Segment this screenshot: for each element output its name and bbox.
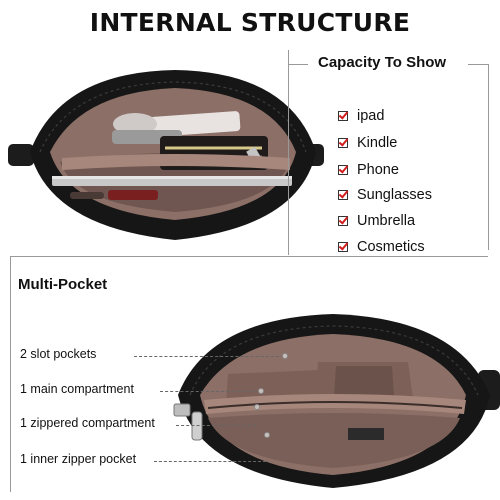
multipocket-label: 1 inner zipper pocket [20,452,137,466]
capacity-frame-left [288,50,289,255]
multipocket-frame-top [10,256,488,257]
leader-line [154,461,266,462]
checkbox-check-icon [338,138,348,148]
capacity-frame-top [288,64,308,65]
checkbox-check-icon [338,111,348,121]
capacity-item: Cosmetics [338,239,425,255]
capacity-item-label: ipad [357,108,385,124]
capacity-item-label: Phone [357,162,399,178]
leader-line [134,356,284,357]
capacity-frame-top-right [468,64,488,65]
page-title: INTERNAL STRUCTURE [89,8,411,37]
checkbox-check-icon [338,216,348,226]
capacity-item: Sunglasses [338,187,432,203]
leader-line [176,425,256,426]
leader-line [160,391,260,392]
pointer-dot [254,404,260,410]
bag-pockets-image [173,314,500,488]
checkbox-check-icon [338,165,348,175]
capacity-item-label: Umbrella [357,213,416,229]
capacity-title: Capacity To Show [318,54,447,71]
capacity-item-label: Sunglasses [357,187,432,203]
capacity-frame-right [488,64,489,250]
capacity-item: Umbrella [338,213,415,229]
multipocket-label: 1 zippered compartment [20,416,155,430]
capacity-item: ipad [338,108,384,124]
pointer-dot [282,353,288,359]
bag-top-view-image [8,70,324,240]
multipocket-title: Multi-Pocket [18,276,108,293]
capacity-item-label: Cosmetics [357,239,425,255]
multipocket-label: 1 main compartment [20,382,134,396]
multipocket-frame-left [10,256,11,492]
capacity-item: Kindle [338,135,397,151]
capacity-item: Phone [338,162,399,178]
pointer-dot [258,388,264,394]
checkbox-check-icon [338,242,348,252]
capacity-item-label: Kindle [357,135,398,151]
pointer-dot [264,432,270,438]
checkbox-check-icon [338,190,348,200]
multipocket-label: 2 slot pockets [20,347,97,361]
